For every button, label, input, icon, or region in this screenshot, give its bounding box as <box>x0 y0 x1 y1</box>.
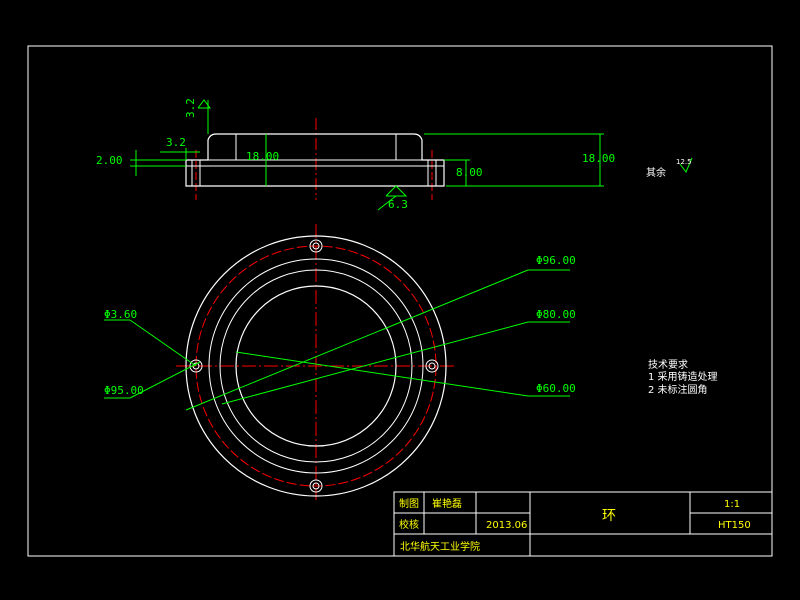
title-block <box>393 491 773 557</box>
tech-heading: 技术要求 <box>648 358 688 371</box>
scale: 1:1 <box>724 499 740 510</box>
drawn-by: 崔艳磊 <box>432 497 462 510</box>
dim-bottom-roughness: 6.3 <box>388 198 408 211</box>
section-outline <box>185 133 445 187</box>
ring-2 <box>208 258 424 474</box>
hole-top <box>309 239 323 253</box>
section-view: 2.00 3.2 3.2 18.00 18.00 8.00 6.3 其余 12.… <box>96 98 693 211</box>
dim-height-right: 18.00 <box>582 152 615 165</box>
hole-bottom <box>309 479 323 493</box>
institution: 北华航天工业学院 <box>400 540 480 553</box>
rest-label: 其余 <box>646 166 666 179</box>
dim-height-mid: 18.00 <box>246 150 279 163</box>
dim-step: 3.2 <box>166 136 186 149</box>
plan-view: Φ3.60 Φ95.00 Φ96.00 Φ80.00 Φ60.00 <box>104 224 576 500</box>
dim-outer-dia: Φ96.00 <box>536 254 576 267</box>
dim-bolt-circle: Φ95.00 <box>104 384 144 397</box>
tech-item-2: 2 未标注圆角 <box>648 383 708 396</box>
material: HT150 <box>718 520 751 531</box>
part-name: 环 <box>602 508 616 524</box>
tech-requirements: 技术要求 1 采用铸造处理 2 未标注圆角 <box>648 358 718 396</box>
drawn-label: 制图 <box>399 497 419 510</box>
dim-hole-dia: Φ3.60 <box>104 308 137 321</box>
ring-3 <box>219 269 413 463</box>
outer-circle <box>185 235 447 497</box>
dim-mid-dia: Φ80.00 <box>536 308 576 321</box>
bolt-circle <box>195 245 437 487</box>
inner-circle <box>235 285 397 447</box>
dim-height-small: 8.00 <box>456 166 483 179</box>
date: 2013.06 <box>486 520 527 531</box>
hole-left <box>189 359 203 373</box>
hole-right <box>425 359 439 373</box>
dim-inner-dia: Φ60.00 <box>536 382 576 395</box>
rest-roughness: 12.5 <box>676 158 692 166</box>
drawing-frame <box>27 45 773 557</box>
tech-item-1: 1 采用铸造处理 <box>648 370 718 383</box>
checked-label: 校核 <box>399 518 419 531</box>
dim-left-width: 2.00 <box>96 154 123 167</box>
dim-roughness-top: 3.2 <box>184 98 197 118</box>
